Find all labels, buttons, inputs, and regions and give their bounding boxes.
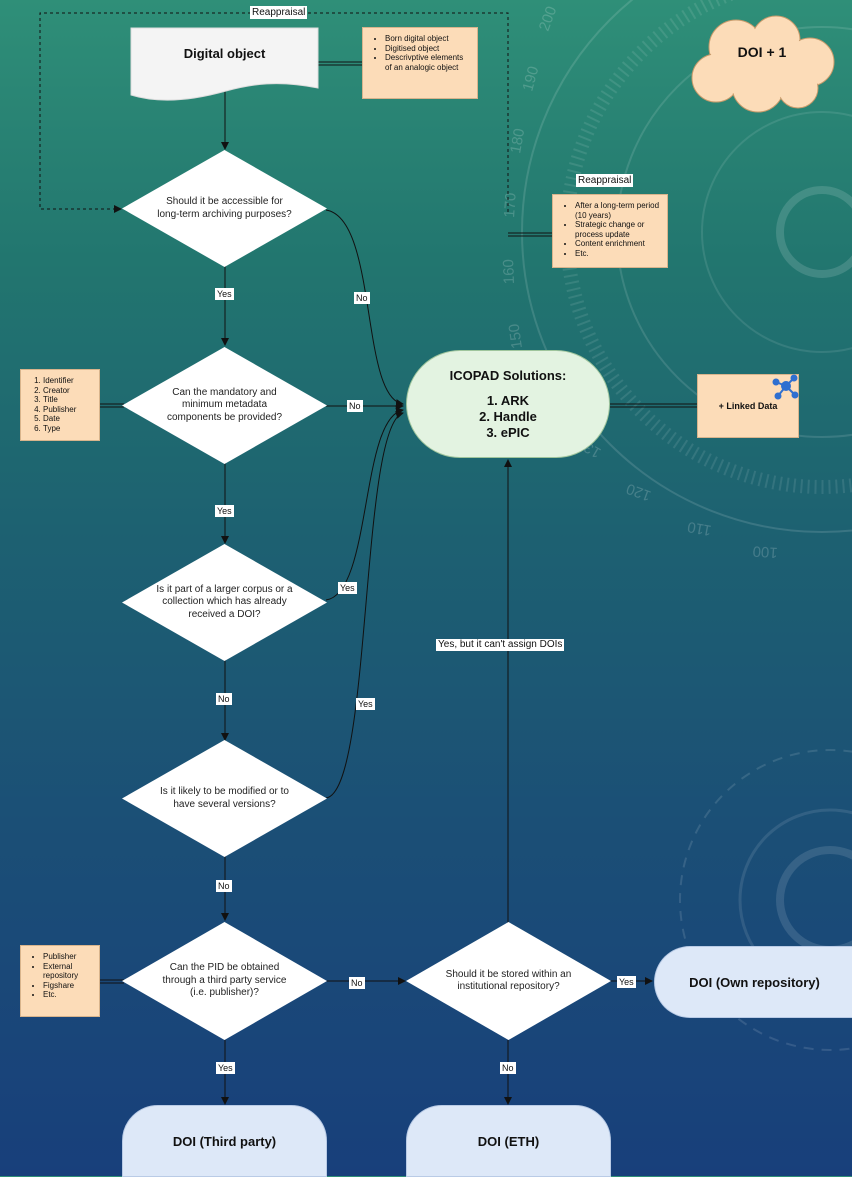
edge-label-reappraisal: Reappraisal: [250, 6, 308, 19]
icopad-solutions-node: ICOPAD Solutions: 1. ARK 2. Handle 3. eP…: [406, 350, 610, 458]
edge-label-yes: Yes: [216, 1062, 235, 1074]
note-item: Title: [43, 395, 76, 405]
decision-accessible-text: Should it be accessible for long-term ar…: [157, 196, 292, 220]
doi-own-repository-node: DOI (Own repository): [654, 946, 852, 1018]
note-item: Digitised object: [385, 44, 471, 54]
note-item: Type: [43, 424, 76, 434]
edge-label-no: No: [354, 292, 370, 304]
edge-label-no: No: [216, 693, 232, 705]
edge-modified-yes: [325, 411, 404, 799]
digital-object-shape: [130, 27, 319, 101]
edge-label-yes: Yes: [338, 582, 357, 594]
note-item: Publisher: [43, 405, 76, 415]
digital-object-types-note: Born digital object Digitised object Des…: [362, 27, 478, 99]
note-item: After a long-term period (10 years): [575, 201, 661, 220]
digital-object-node: Digital object: [131, 30, 318, 76]
doi-third-party-node: DOI (Third party): [122, 1105, 327, 1177]
edge-label-cant-assign: Yes, but it can't assign DOIs: [436, 639, 565, 651]
doi-plus-one-label: DOI + 1: [737, 44, 787, 60]
icopad-item: 3. ePIC: [486, 424, 530, 440]
note-item: Etc.: [43, 990, 93, 1000]
linked-data-label: + Linked Data: [718, 400, 778, 411]
edge-accessible-no: [325, 209, 404, 407]
edge-label-yes: Yes: [356, 698, 375, 710]
edge-label-no: No: [216, 880, 232, 892]
edge-label-yes: Yes: [617, 976, 636, 988]
decision-corpus-text: Is it part of a larger corpus or a colle…: [156, 583, 293, 620]
note-item: Born digital object: [385, 34, 471, 44]
edge-label-no: No: [500, 1062, 516, 1074]
note-item: Etc.: [575, 249, 661, 259]
edge-corpus-yes: [325, 407, 404, 601]
decision-repository-text: Should it be stored within an institutio…: [445, 968, 572, 993]
edge-label-no: No: [349, 977, 365, 989]
doi-eth-label: DOI (ETH): [477, 1133, 540, 1149]
note-item: Identifier: [43, 376, 76, 386]
note-item: External repository: [43, 962, 93, 981]
note-item: Strategic change or process update: [575, 220, 661, 239]
icopad-item: 2. Handle: [479, 408, 537, 424]
decision-metadata-text: Can the mandatory and minimum metadata c…: [166, 386, 283, 423]
reappraisal-note-title: Reappraisal: [576, 174, 634, 187]
note-item: Publisher: [43, 952, 93, 962]
note-item: Figshare: [43, 981, 93, 991]
digital-object-label: Digital object: [183, 45, 266, 61]
edge-label-yes: Yes: [215, 505, 234, 517]
doi-plus-one-cloud: DOI + 1: [700, 30, 824, 74]
doi-third-party-label: DOI (Third party): [172, 1133, 277, 1149]
note-item: Descrivptive elements of an analogic obj…: [385, 53, 471, 72]
note-item: Content enrichment: [575, 239, 661, 249]
third-party-services-note: Publisher External repository Figshare E…: [20, 945, 100, 1017]
note-item: Creator: [43, 386, 76, 396]
doi-eth-node: DOI (ETH): [406, 1105, 611, 1177]
edge-label-yes: Yes: [215, 288, 234, 300]
linked-data-icon: [772, 374, 799, 400]
decision-modified-text: Is it likely to be modified or to have s…: [160, 786, 289, 810]
reappraisal-loop-edge: [39, 12, 509, 213]
reappraisal-note: After a long-term period (10 years) Stra…: [552, 194, 668, 268]
icopad-title: ICOPAD Solutions:: [449, 367, 567, 383]
decision-third-party-text: Can the PID be obtained through a third …: [162, 962, 287, 999]
icopad-item: 1. ARK: [486, 392, 530, 408]
note-item: Date: [43, 414, 76, 424]
doi-own-repository-label: DOI (Own repository): [689, 974, 820, 990]
metadata-fields-note: Identifier Creator Title Publisher Date …: [20, 369, 100, 441]
edge-label-no: No: [347, 400, 363, 412]
